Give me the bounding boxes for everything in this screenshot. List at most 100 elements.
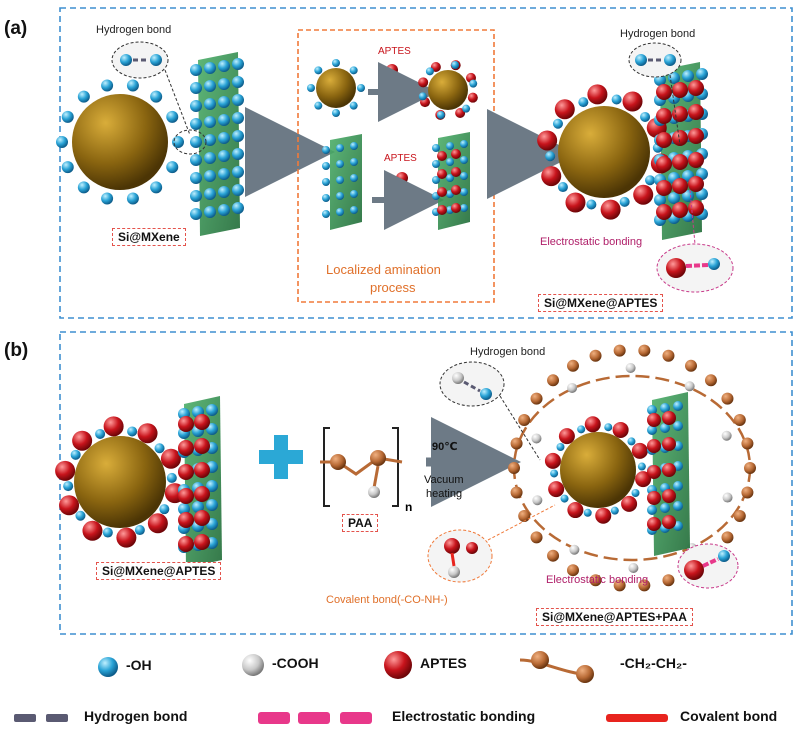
covalent-bond-label: Covalent bond(-CO-NH-) — [326, 594, 448, 606]
oh-atom-icon — [350, 174, 358, 182]
oh-atom-icon — [462, 104, 471, 113]
aptes-atom-icon — [116, 527, 137, 548]
oh-atom-icon — [75, 510, 86, 521]
cooh-atom-icon — [625, 363, 636, 374]
aptes-atoms-group — [544, 401, 683, 535]
oh-atom-icon — [322, 146, 330, 154]
oh-atom-icon — [190, 136, 202, 148]
aptes-atom-icon — [672, 130, 688, 146]
cooh-atom-icon — [628, 562, 639, 573]
oh-atom-icon — [336, 144, 344, 152]
oh-atom-icon — [172, 136, 184, 148]
aptes-atom-icon — [647, 517, 661, 531]
heating-label: heating — [426, 488, 463, 500]
oh-atom-icon — [451, 60, 460, 69]
aptes-atom-icon — [656, 108, 672, 124]
aptes-atom-icon — [544, 452, 561, 469]
oh-atom-icon — [460, 156, 468, 164]
oh-atom-icon — [550, 469, 559, 478]
oh-atom-icon — [218, 204, 230, 216]
oh-atom-icon — [204, 152, 216, 164]
oh-atom-icon — [101, 192, 114, 205]
aptes-atom-icon — [72, 430, 93, 451]
oh-atom-icon — [126, 192, 139, 205]
oh-atom-icon — [336, 176, 344, 184]
oh-atom-icon — [673, 501, 683, 511]
oh-atom-icon — [134, 525, 145, 536]
aptes-atom-icon — [194, 534, 210, 550]
oh-atom-icon — [166, 110, 179, 123]
oh-atom-icon — [190, 64, 202, 76]
oh-atom-icon — [206, 423, 218, 435]
chain-icon — [519, 651, 594, 683]
oh-atom-icon — [583, 508, 592, 517]
chain-atom-icon — [744, 462, 756, 474]
legend-electrostatic-label: Electrostatic bonding — [392, 708, 536, 724]
aptes-atom-icon — [178, 488, 194, 504]
aptes-atom-icon — [194, 438, 210, 454]
legend-oh-label: -OH — [126, 657, 152, 673]
oh-atom-icon — [77, 90, 90, 103]
aptes-atom-icon — [672, 106, 688, 122]
aptes-atom-icon — [688, 152, 704, 168]
oh-atom-icon — [232, 94, 244, 106]
chain-atom-icon — [704, 374, 717, 387]
legend-aptes-label: APTES — [420, 655, 467, 671]
oh-atom-icon — [204, 134, 216, 146]
aptes-atom-icon — [656, 84, 672, 100]
oh-atom-icon — [127, 426, 138, 437]
oh-atom-icon — [336, 208, 344, 216]
oh-atom-icon — [336, 160, 344, 168]
amination-caption: Localized amination — [326, 262, 441, 277]
cooh-atom-icon — [721, 430, 732, 441]
chain-atom-icon — [733, 509, 746, 522]
aptes-atom-icon — [631, 442, 648, 459]
chain-atom-icon — [613, 344, 626, 357]
oh-atom-icon — [647, 505, 657, 515]
oh-atom-icon — [446, 142, 454, 150]
aptes-atom-icon — [647, 439, 661, 453]
si-mxene-label: Si@MXene — [112, 228, 186, 246]
oh-atom-icon — [232, 58, 244, 70]
chain-atom-icon — [508, 462, 520, 474]
panel-a-border — [59, 7, 793, 319]
aptes-atom-icon — [178, 536, 194, 552]
panel-a-label: (a) — [4, 18, 28, 39]
aptes-atom-icon — [451, 185, 461, 195]
oh-atom-icon — [61, 110, 74, 123]
oh-atom-icon — [432, 160, 440, 168]
chain-atom-icon — [721, 531, 734, 544]
aptes-atom-icon — [178, 464, 194, 480]
aptes-atom-icon — [194, 510, 210, 526]
aptes-atom-icon — [621, 495, 638, 512]
oh-atom-icon — [63, 481, 74, 492]
aptes-atom-icon — [437, 187, 447, 197]
oh-atom-icon — [460, 204, 468, 212]
chain-atom-icon — [567, 564, 579, 577]
oh-atom-icon — [619, 196, 630, 207]
oh-atom-icon — [232, 202, 244, 214]
oh-atom-icon — [166, 472, 177, 483]
oh-atom-icon — [204, 80, 216, 92]
oh-atom-icon — [314, 101, 323, 110]
oh-atom-icon — [190, 100, 202, 112]
hydrogen-bond-label: Hydrogen bond — [470, 346, 546, 358]
oh-atom-icon — [95, 428, 106, 439]
oh-atom-icon — [460, 172, 468, 180]
temperature-label: 90℃ — [432, 441, 458, 453]
chain-atom-icon — [741, 486, 754, 499]
oh-atom-icon — [192, 501, 204, 513]
n-subscript: n — [405, 500, 413, 514]
aptes-atom-icon — [178, 416, 194, 432]
si-particle-icon — [72, 94, 168, 190]
oh-atom-icon — [70, 449, 81, 460]
si-mxene-aptes-label: Si@MXene@APTES — [96, 562, 222, 580]
aptes-atom-icon — [418, 77, 429, 88]
oh-atom-icon — [56, 136, 68, 148]
aptes-atom-icon — [662, 489, 676, 503]
aptes-atom-icon — [656, 204, 672, 220]
oh-atom-icon — [204, 98, 216, 110]
aptes-atom-icon — [584, 416, 601, 433]
oh-atom-icon — [154, 443, 165, 454]
oh-atom-icon — [218, 78, 230, 90]
